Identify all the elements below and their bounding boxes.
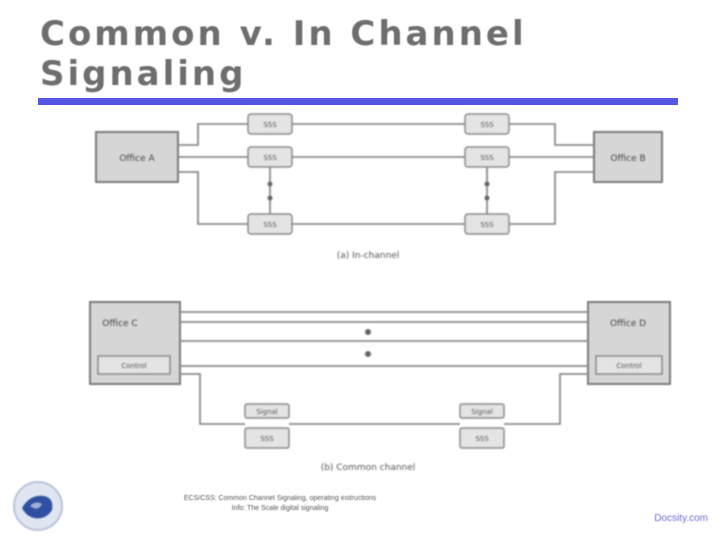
signaling-link xyxy=(180,373,245,425)
trunk-line xyxy=(509,171,594,225)
slide-title-line2: Signaling xyxy=(40,54,247,94)
office-d-label: Office D xyxy=(610,319,646,329)
office-b-label: Office B xyxy=(610,154,645,164)
signaling-link xyxy=(504,373,588,425)
control-label: Control xyxy=(616,362,641,370)
office-c-label: Office C xyxy=(102,319,137,329)
switch-box xyxy=(464,113,510,135)
office-a-label: Office A xyxy=(119,154,155,164)
signal-box xyxy=(244,403,290,419)
slide-title: Common v. In Channel Signaling xyxy=(40,14,527,94)
connector-dot xyxy=(267,181,273,187)
switch-label: SSS xyxy=(260,435,274,443)
connector-dot xyxy=(365,351,371,357)
switch-label: SSS xyxy=(480,221,494,229)
switch-label: SSS xyxy=(475,435,489,443)
connector-dot xyxy=(484,195,490,201)
signal-label: Signal xyxy=(256,408,278,416)
trunk-line xyxy=(178,171,248,225)
switch-label: SSS xyxy=(263,221,277,229)
switch-label: SSS xyxy=(263,154,277,162)
signal-label: Signal xyxy=(471,408,493,416)
diagram-a-caption: (a) In-channel xyxy=(337,251,400,261)
switch-label: SSS xyxy=(480,121,494,129)
signal-box xyxy=(459,403,505,419)
title-underline xyxy=(38,98,678,105)
switch-box xyxy=(244,427,290,449)
connector-dot xyxy=(365,329,371,335)
footer-line2: Info: The Scale digital signaling xyxy=(231,505,329,512)
slide-footer: ECS/CSS: Common Channel Signaling, opera… xyxy=(130,494,430,514)
trunk-line xyxy=(509,123,594,146)
trunk-line xyxy=(178,123,248,146)
control-box xyxy=(595,355,663,375)
control-box xyxy=(97,355,171,375)
diagram-b-caption: (b) Common channel xyxy=(321,463,416,473)
footer-line1: ECS/CSS: Common Channel Signaling, opera… xyxy=(183,495,377,502)
connector-dot xyxy=(484,181,490,187)
connector-dot xyxy=(267,195,273,201)
switch-label: SSS xyxy=(263,121,277,129)
slide-title-line1: Common v. In Channel xyxy=(40,14,527,54)
switch-label: SSS xyxy=(480,154,494,162)
control-label: Control xyxy=(121,362,146,370)
switch-box xyxy=(247,113,293,135)
switch-box xyxy=(459,427,505,449)
brand-link[interactable]: Docsity.com xyxy=(654,513,708,524)
university-logo-icon xyxy=(13,481,63,531)
